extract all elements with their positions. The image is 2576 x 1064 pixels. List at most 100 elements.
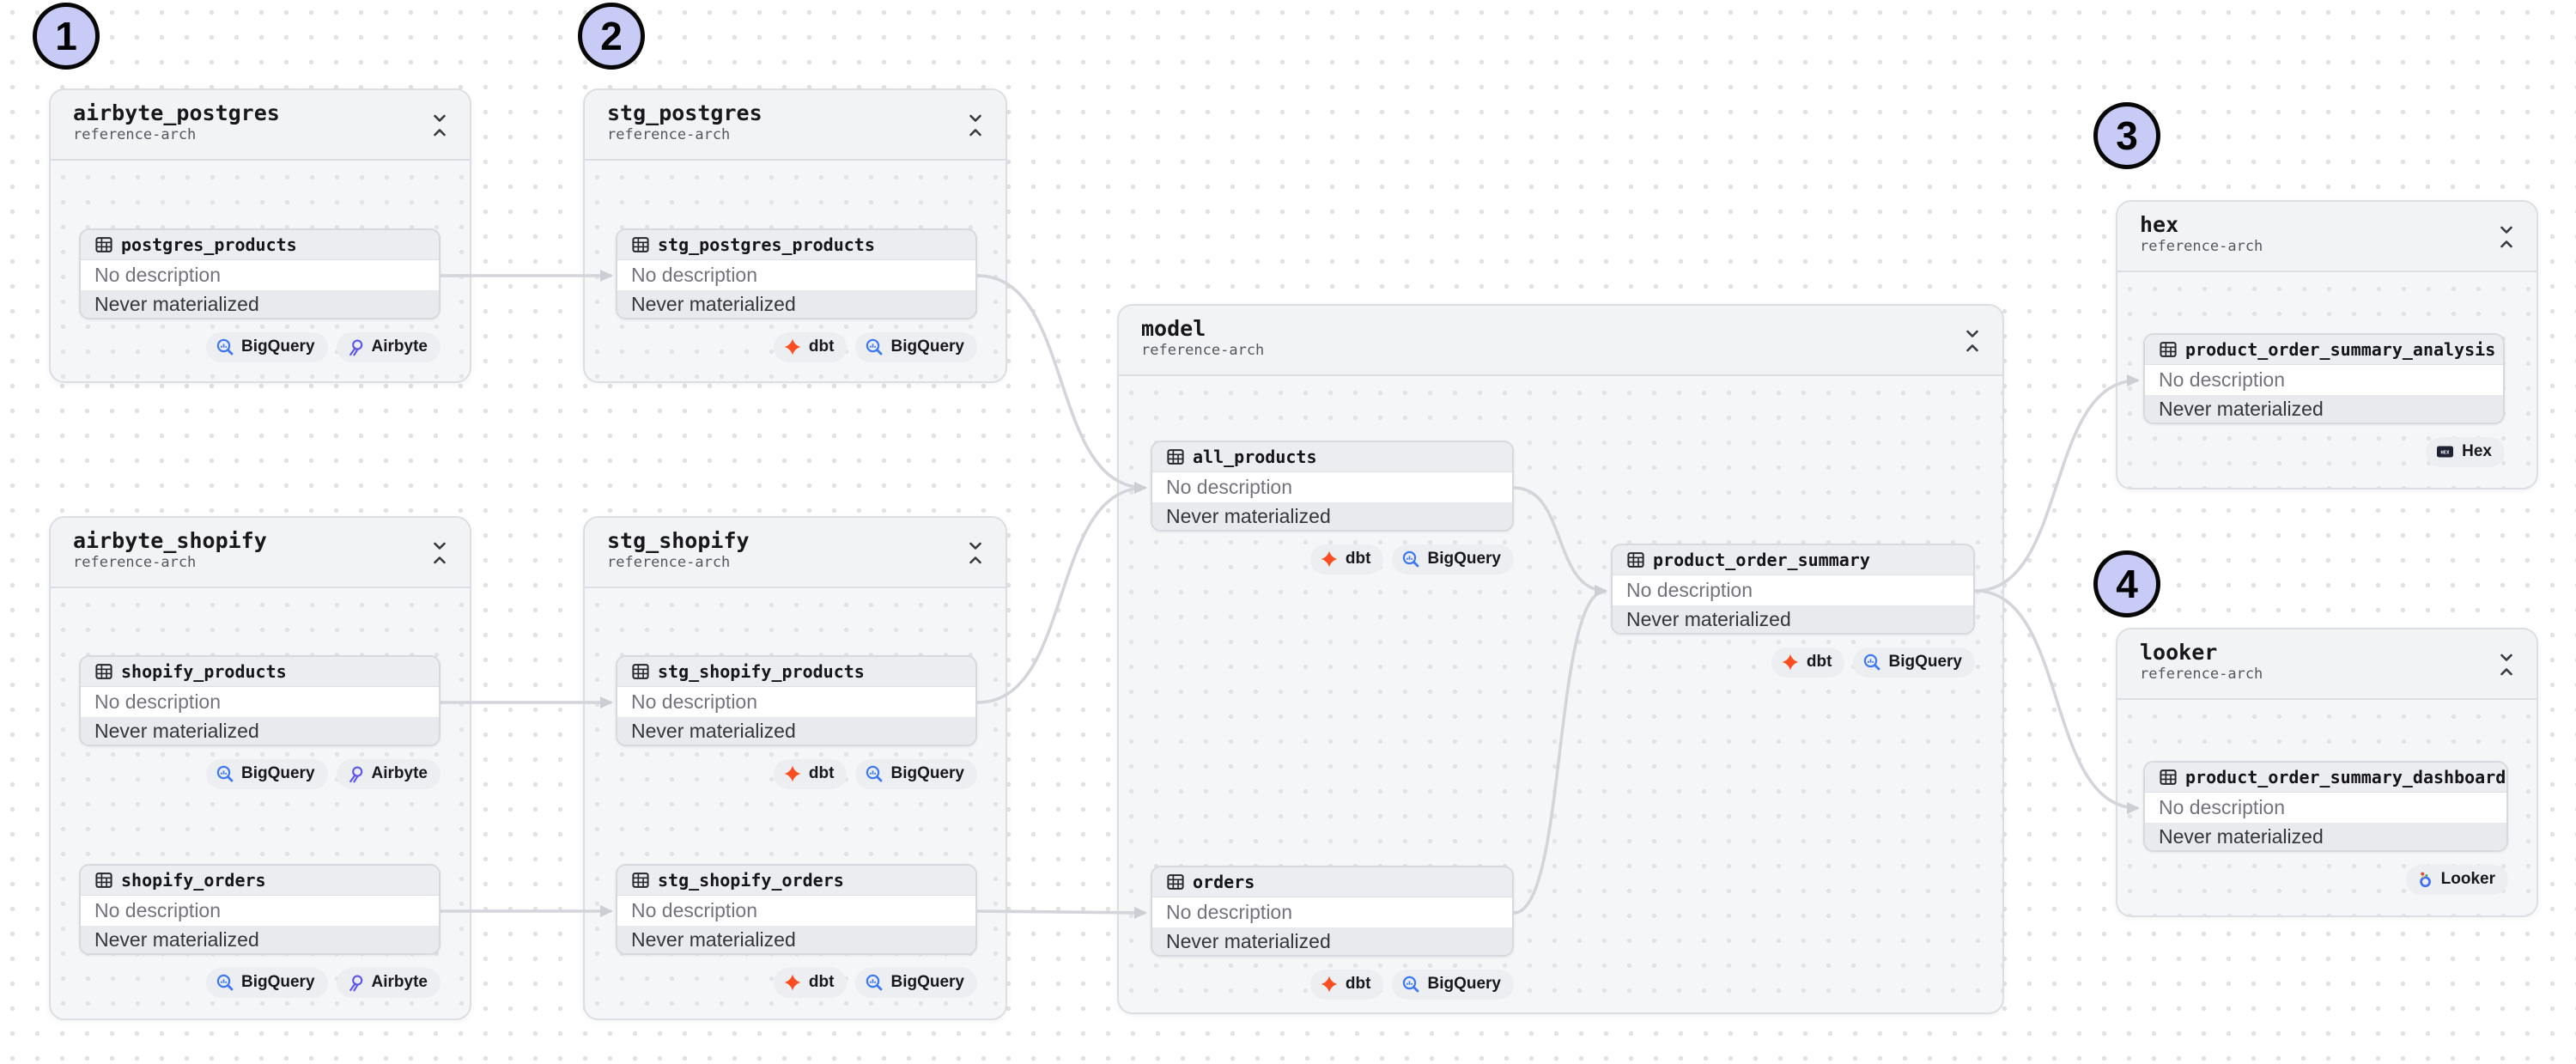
asset-name: shopify_products (121, 661, 287, 682)
asset-kind-badges: dbt BigQuery (616, 967, 977, 998)
asset-name: product_order_summary_analysis (2185, 339, 2496, 360)
table-icon (94, 235, 113, 254)
asset-group-title: stg_postgres (607, 100, 762, 125)
table-icon (94, 662, 113, 681)
asset-node-stg_shopify_products[interactable]: stg_shopify_products No description Neve… (616, 655, 977, 746)
kind-badge-dbt: dbt (773, 967, 848, 998)
asset-status: Never materialized (2145, 824, 2506, 850)
asset-description: No description (2145, 792, 2506, 824)
asset-group-header[interactable]: model reference-arch (1119, 306, 2002, 376)
asset-kind-badges: dbt BigQuery (1151, 969, 1514, 1000)
hex-icon: HEX (2435, 442, 2455, 461)
asset-kind-badges: dbt BigQuery (1151, 544, 1514, 575)
asset-group-title: looker (2140, 640, 2218, 665)
asset-group-header[interactable]: hex reference-arch (2117, 202, 2537, 272)
kind-badge-dbt: dbt (1309, 969, 1384, 1000)
kind-badge-bigquery: BigQuery (1853, 647, 1975, 678)
asset-group-header[interactable]: stg_postgres reference-arch (585, 90, 1005, 161)
asset-node-shopify_orders[interactable]: shopify_orders No description Never mate… (79, 864, 440, 955)
annotation-circle-4: 4 (2093, 550, 2160, 617)
collapse-group-icon[interactable] (430, 112, 449, 138)
annotation-circle-1: 1 (33, 3, 100, 70)
bigquery-icon (865, 337, 884, 356)
asset-description: No description (617, 686, 975, 718)
bigquery-icon (865, 764, 884, 783)
kind-badge-dbt: dbt (1771, 647, 1845, 678)
bigquery-icon (216, 764, 234, 783)
airbyte-icon (346, 764, 365, 783)
kind-badge-bigquery: BigQuery (855, 967, 977, 998)
collapse-group-icon[interactable] (1963, 328, 1982, 354)
table-icon (2159, 768, 2178, 787)
collapse-group-icon[interactable] (2497, 224, 2516, 250)
asset-status: Never materialized (1152, 503, 1512, 530)
asset-node-orders[interactable]: orders No description Never materialized (1151, 866, 1514, 957)
table-icon (1166, 447, 1185, 466)
asset-node-product_order_summary_dashboard[interactable]: product_order_summary_dashboard No descr… (2143, 761, 2508, 852)
asset-description: No description (1152, 471, 1512, 503)
table-icon (631, 662, 650, 681)
asset-group-repo-label: reference-arch (607, 553, 731, 571)
asset-group-title: model (1141, 316, 1206, 341)
collapse-group-icon[interactable] (966, 112, 985, 138)
asset-kind-badges: BigQuery Airbyte (79, 758, 440, 789)
asset-kind-badges: Looker (2143, 864, 2508, 895)
asset-node-product_order_summary[interactable]: product_order_summary No description Nev… (1611, 544, 1975, 635)
asset-node-postgres_products[interactable]: postgres_products No description Never m… (79, 228, 440, 319)
asset-kind-badges: dbt BigQuery (616, 758, 977, 789)
bigquery-icon (216, 973, 234, 992)
dbt-icon (783, 337, 802, 356)
asset-name: stg_shopify_products (658, 661, 865, 682)
asset-group-header[interactable]: looker reference-arch (2117, 629, 2537, 700)
collapse-group-icon[interactable] (966, 540, 985, 566)
dbt-icon (1320, 975, 1339, 994)
asset-status: Never materialized (81, 927, 439, 953)
asset-group-title: hex (2140, 212, 2179, 237)
annotation-circle-2: 2 (578, 3, 645, 70)
asset-group-header[interactable]: airbyte_postgres reference-arch (51, 90, 470, 161)
asset-group-repo-label: reference-arch (73, 553, 197, 571)
kind-badge-bigquery: BigQuery (1392, 969, 1514, 1000)
asset-group-header[interactable]: stg_shopify reference-arch (585, 518, 1005, 588)
dbt-icon (783, 764, 802, 783)
kind-badge-airbyte: Airbyte (336, 331, 440, 362)
asset-group-header[interactable]: airbyte_shopify reference-arch (51, 518, 470, 588)
kind-badge-airbyte: Airbyte (336, 967, 440, 998)
asset-node-stg_shopify_orders[interactable]: stg_shopify_orders No description Never … (616, 864, 977, 955)
asset-name: stg_postgres_products (658, 234, 875, 255)
asset-group-repo-label: reference-arch (2140, 665, 2263, 683)
table-icon (1626, 550, 1645, 569)
asset-node-product_order_summary_analysis[interactable]: product_order_summary_analysis No descri… (2143, 333, 2505, 424)
bigquery-icon (216, 337, 234, 356)
kind-badge-dbt: dbt (1309, 544, 1384, 575)
asset-description: No description (81, 259, 439, 291)
kind-badge-airbyte: Airbyte (336, 758, 440, 789)
asset-description: No description (1152, 897, 1512, 928)
asset-name: all_products (1193, 447, 1317, 467)
asset-description: No description (2145, 364, 2503, 396)
asset-status: Never materialized (617, 927, 975, 953)
asset-status: Never materialized (2145, 396, 2503, 423)
asset-status: Never materialized (81, 718, 439, 745)
asset-name: postgres_products (121, 234, 297, 255)
asset-node-all_products[interactable]: all_products No description Never materi… (1151, 441, 1514, 532)
asset-node-shopify_products[interactable]: shopify_products No description Never ma… (79, 655, 440, 746)
dbt-icon (1781, 653, 1800, 672)
asset-description: No description (617, 895, 975, 927)
asset-name: shopify_orders (121, 870, 266, 891)
dbt-icon (1320, 550, 1339, 568)
collapse-group-icon[interactable] (430, 540, 449, 566)
asset-status: Never materialized (81, 291, 439, 318)
asset-name: product_order_summary_dashboard (2185, 767, 2506, 787)
asset-group-repo-label: reference-arch (73, 125, 197, 143)
asset-node-stg_postgres_products[interactable]: stg_postgres_products No description Nev… (616, 228, 977, 319)
asset-description: No description (81, 686, 439, 718)
kind-badge-bigquery: BigQuery (206, 758, 328, 789)
asset-kind-badges: BigQuery Airbyte (79, 967, 440, 998)
table-icon (631, 871, 650, 890)
kind-badge-bigquery: BigQuery (1392, 544, 1514, 575)
kind-badge-bigquery: BigQuery (206, 967, 328, 998)
asset-description: No description (617, 259, 975, 291)
collapse-group-icon[interactable] (2497, 652, 2516, 678)
